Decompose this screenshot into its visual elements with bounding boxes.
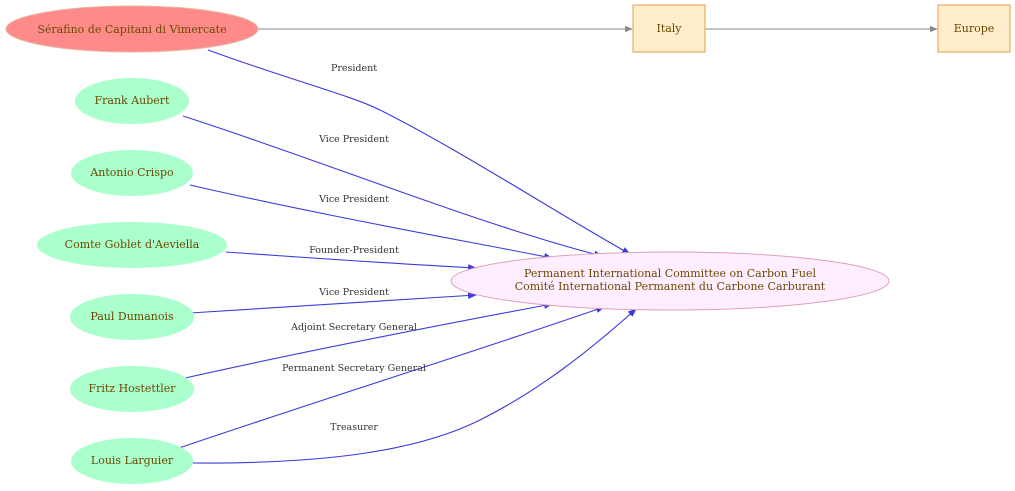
node-label-org-english: Permanent International Committee on Car… (524, 267, 816, 280)
node-label-europe: Europe (954, 22, 995, 35)
node-label-crispo: Antonio Crispo (89, 166, 174, 179)
edge-hostettler-org (184, 301, 553, 379)
node-label-dumanois: Paul Dumanois (90, 310, 174, 323)
edge-label-vice-president-crispo: Vice President (318, 194, 389, 205)
edge-crispo-org (189, 184, 553, 260)
edge-label-vice-president-dumanois: Vice President (318, 287, 389, 298)
node-label-larguier: Louis Larguier (91, 454, 174, 467)
node-hostettler[interactable]: Fritz Hostettler (70, 366, 194, 412)
node-organization[interactable]: Permanent International Committee on Car… (450, 251, 890, 311)
node-dumanois[interactable]: Paul Dumanois (70, 294, 194, 340)
node-europe[interactable]: Europe (937, 4, 1011, 53)
edge-label-vice-president-aubert: Vice President (318, 134, 389, 145)
edge-label-adjoint-secretary-general: Adjoint Secretary General (290, 322, 417, 333)
edge-labels: President Vice President Vice President … (282, 63, 426, 433)
node-goblet[interactable]: Comte Goblet d'Aeviella (37, 222, 227, 268)
node-capitani[interactable]: Sérafino de Capitani di Vimercate (5, 5, 259, 53)
edge-label-founder-president: Founder-President (309, 245, 399, 256)
node-aubert[interactable]: Frank Aubert (75, 78, 189, 124)
node-larguier[interactable]: Louis Larguier (71, 438, 193, 484)
nodes: Sérafino de Capitani di Vimercate Italy … (5, 4, 1011, 484)
node-label-goblet: Comte Goblet d'Aeviella (65, 238, 200, 251)
edge-dumanois-org (189, 291, 477, 314)
node-label-hostettler: Fritz Hostettler (88, 382, 176, 395)
edge-aubert-org (182, 115, 603, 258)
node-label-italy: Italy (656, 22, 682, 35)
edge-label-president: President (331, 63, 377, 74)
edge-goblet-org (225, 251, 477, 272)
node-italy[interactable]: Italy (632, 4, 706, 53)
node-crispo[interactable]: Antonio Crispo (71, 150, 193, 196)
node-label-org-french: Comité International Permanent du Carbon… (515, 280, 826, 293)
edge-label-permanent-secretary-general: Permanent Secretary General (282, 363, 426, 374)
edge-label-treasurer: Treasurer (330, 422, 378, 433)
edge-larguier-tr-org (191, 308, 637, 464)
node-label-capitani: Sérafino de Capitani di Vimercate (37, 23, 226, 36)
edges (175, 25, 938, 464)
edge-larguier-psg-org (175, 306, 605, 450)
node-label-aubert: Frank Aubert (95, 94, 171, 107)
edge-capitani-org (207, 49, 631, 255)
